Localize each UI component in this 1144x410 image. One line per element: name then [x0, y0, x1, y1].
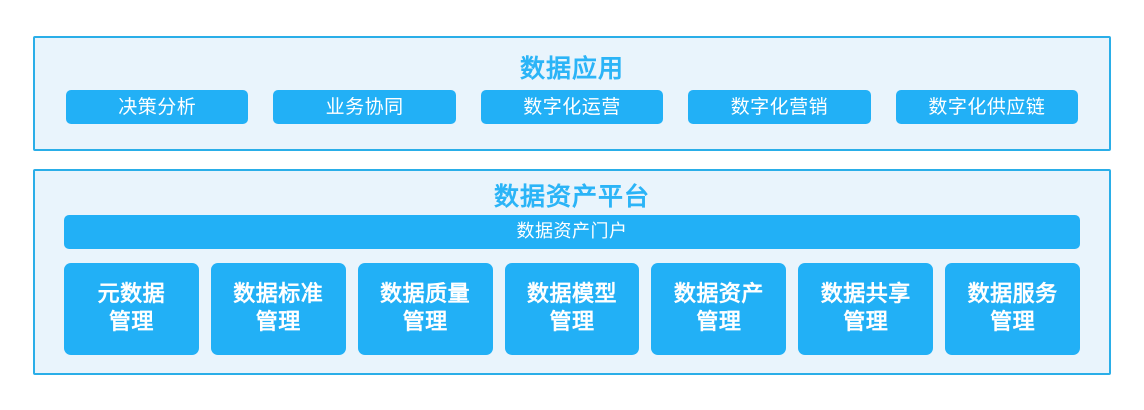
capability-card-row: 元数据 管理 数据标准 管理 数据质量 管理 数据模型 管理 数据资产 管理 数… [64, 263, 1081, 355]
capability-card-data-model-management[interactable]: 数据模型 管理 [504, 263, 640, 355]
capability-card-data-standard-management[interactable]: 数据标准 管理 [210, 263, 346, 355]
capability-card-line1: 数据资产 [673, 282, 764, 307]
capability-card-line1: 数据共享 [820, 282, 911, 307]
capability-card-line2: 管理 [402, 310, 448, 335]
app-chip-digital-supply-chain[interactable]: 数字化供应链 [895, 90, 1079, 124]
capability-card-data-sharing-management[interactable]: 数据共享 管理 [798, 263, 934, 355]
app-chip-digital-operations[interactable]: 数字化运营 [480, 90, 664, 124]
data-asset-platform-title: 数据资产平台 [493, 182, 650, 211]
data-asset-platform-panel: 数据资产平台 数据资产门户 元数据 管理 数据标准 管理 数据质量 管理 数据模… [33, 169, 1111, 375]
capability-card-data-service-management[interactable]: 数据服务 管理 [945, 263, 1081, 355]
capability-card-line1: 数据质量 [380, 282, 471, 307]
capability-card-metadata-management[interactable]: 元数据 管理 [64, 263, 199, 355]
capability-card-data-asset-management[interactable]: 数据资产 管理 [651, 263, 787, 355]
capability-card-line1: 元数据 [97, 282, 166, 307]
data-asset-portal-bar[interactable]: 数据资产门户 [64, 215, 1080, 249]
app-chip-business-collaboration[interactable]: 业务协同 [273, 90, 456, 124]
application-chip-row: 决策分析 业务协同 数字化运营 数字化营销 数字化供应链 [66, 90, 1079, 124]
capability-card-line2: 管理 [549, 310, 595, 335]
data-application-title: 数据应用 [519, 54, 624, 83]
capability-card-line2: 管理 [843, 310, 889, 335]
capability-card-line1: 数据模型 [527, 282, 618, 307]
capability-card-line2: 管理 [696, 310, 742, 335]
capability-card-line1: 数据标准 [233, 282, 324, 307]
capability-card-line2: 管理 [255, 310, 301, 335]
data-application-panel: 数据应用 决策分析 业务协同 数字化运营 数字化营销 数字化供应链 [33, 36, 1111, 151]
capability-card-data-quality-management[interactable]: 数据质量 管理 [357, 263, 493, 355]
capability-card-line1: 数据服务 [967, 282, 1058, 307]
capability-card-line2: 管理 [108, 310, 154, 335]
app-chip-decision-analysis[interactable]: 决策分析 [66, 90, 249, 124]
capability-card-line2: 管理 [990, 310, 1036, 335]
app-chip-digital-marketing[interactable]: 数字化营销 [688, 90, 871, 124]
